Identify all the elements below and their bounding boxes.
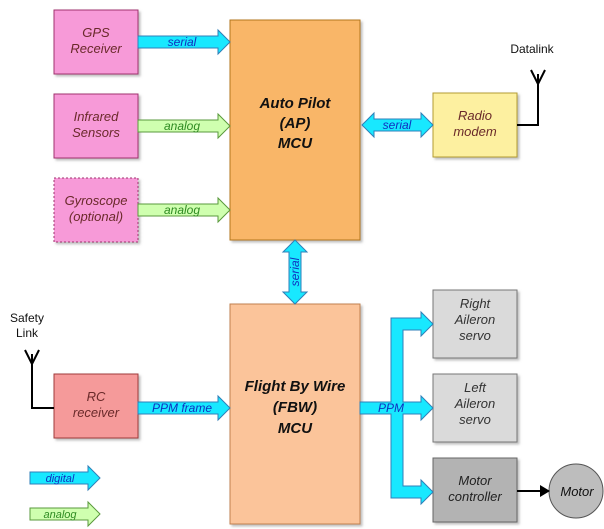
infrared-label-line2: Sensors: [72, 125, 120, 140]
legend-analog: analog: [29, 500, 101, 528]
radio-modem-box: Radio modem: [432, 92, 518, 158]
gps-label-line2: Receiver: [70, 41, 122, 56]
rc-label-line2: receiver: [73, 405, 120, 420]
rc-ppm-label: PPM frame: [152, 401, 212, 415]
radio-label-line2: modem: [453, 124, 497, 139]
infrared-label-line1: Infrared: [74, 109, 120, 124]
gyroscope-box: Gyroscope (optional): [53, 177, 139, 243]
fbw-ppm-label: PPM: [378, 401, 404, 415]
radio-serial-label: serial: [383, 118, 412, 132]
gyroscope-label-line1: Gyroscope: [65, 193, 128, 208]
right-aileron-servo-box: Right Aileron servo: [432, 289, 518, 359]
motor-ctrl-label-line1: Motor: [458, 473, 492, 488]
motor-controller-box: Motor controller: [432, 457, 518, 523]
right-servo-label-line2: Aileron: [454, 312, 495, 327]
datalink-antenna-icon: [517, 69, 546, 126]
legend-digital: digital: [29, 464, 101, 492]
safety-link-label-line2: Link: [16, 326, 39, 340]
gps-serial-arrow: serial: [137, 28, 231, 56]
safety-link-label-line1: Safety: [10, 311, 44, 325]
ap-label-line1: Auto Pilot: [259, 95, 332, 112]
radio-serial-arrow: serial: [361, 111, 434, 139]
gyroscope-analog-label: analog: [164, 203, 200, 217]
gyroscope-analog-arrow: analog: [137, 196, 231, 224]
radio-label-line1: Radio: [458, 108, 492, 123]
infrared-sensors-box: Infrared Sensors: [53, 93, 139, 159]
ap-fbw-serial-arrow: serial: [281, 239, 309, 305]
autopilot-mcu-box: Auto Pilot (AP) MCU: [229, 19, 361, 241]
fbw-label-line3: MCU: [278, 420, 313, 437]
left-servo-label-line3: servo: [459, 412, 491, 427]
left-servo-label-line2: Aileron: [454, 396, 495, 411]
fbw-mcu-box: Flight By Wire (FBW) MCU: [229, 303, 361, 525]
rc-receiver-box: RC receiver: [53, 373, 139, 439]
right-servo-label-line1: Right: [460, 296, 492, 311]
legend-analog-label: analog: [43, 509, 77, 521]
left-servo-label-line1: Left: [464, 380, 487, 395]
datalink-label: Datalink: [510, 42, 554, 56]
left-aileron-servo-box: Left Aileron servo: [432, 373, 518, 443]
safety-link-antenna-icon: [24, 349, 54, 409]
right-servo-label-line3: servo: [459, 328, 491, 343]
legend-digital-label: digital: [46, 473, 75, 485]
motor-connector-arrow: [517, 485, 550, 497]
motor-ctrl-label-line2: controller: [448, 489, 502, 504]
ap-label-line2: (AP): [280, 115, 311, 132]
fbw-ppm-bus: PPM: [359, 310, 434, 506]
gps-serial-label: serial: [168, 35, 197, 49]
infrared-analog-label: analog: [164, 119, 200, 133]
fbw-label-line1: Flight By Wire: [245, 378, 346, 395]
ap-label-line3: MCU: [278, 135, 313, 152]
ap-fbw-serial-label: serial: [288, 257, 302, 286]
gyroscope-label-line2: (optional): [69, 209, 123, 224]
rc-label-line1: RC: [87, 389, 106, 404]
motor-label: Motor: [560, 484, 594, 499]
gps-label-line1: GPS: [82, 25, 110, 40]
infrared-analog-arrow: analog: [137, 112, 231, 140]
gps-receiver-box: GPS Receiver: [53, 9, 139, 75]
motor-circle: Motor: [548, 463, 604, 519]
rc-ppm-arrow: PPM frame: [137, 394, 231, 422]
fbw-label-line2: (FBW): [273, 399, 317, 416]
